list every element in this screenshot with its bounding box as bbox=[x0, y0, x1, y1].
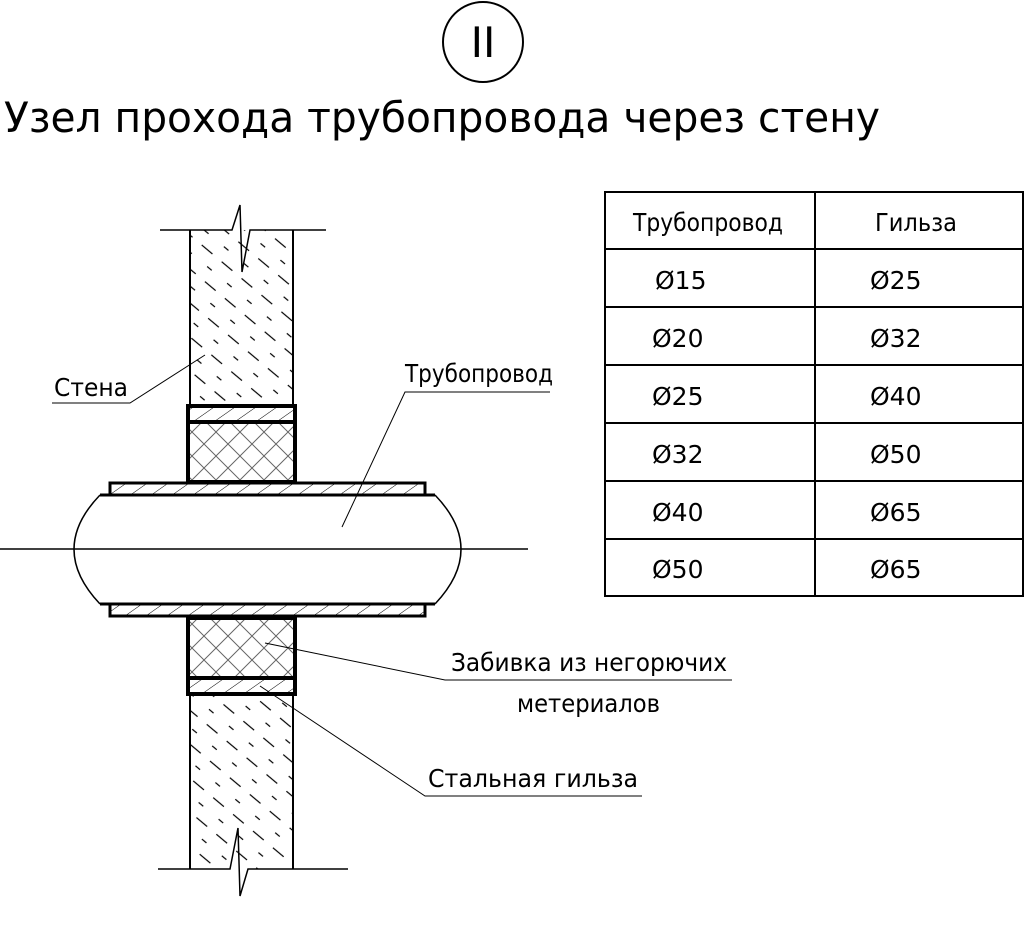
table-cell: Ø25 bbox=[870, 266, 922, 295]
view-marker: II bbox=[442, 1, 524, 83]
diameter-table: Трубопровод Гильза Ø15 Ø25 Ø20 Ø32 Ø25 Ø… bbox=[604, 191, 1024, 597]
table-cell: Ø50 bbox=[870, 440, 922, 469]
table-cell: Ø15 bbox=[655, 266, 707, 295]
table-cell: Ø40 bbox=[652, 498, 704, 527]
table-cell: Ø32 bbox=[652, 440, 704, 469]
wall-upper bbox=[160, 204, 326, 406]
break-line-top bbox=[160, 204, 326, 273]
label-packing-line2: метериалов bbox=[517, 689, 660, 718]
pipeline bbox=[0, 481, 528, 618]
label-wall: Стена bbox=[54, 373, 128, 402]
label-pipe: Трубопровод bbox=[404, 359, 553, 388]
table-cell: Ø50 bbox=[652, 555, 704, 584]
drawing-title: Узел прохода трубопровода через стену bbox=[4, 93, 880, 142]
table-cell: Ø65 bbox=[870, 555, 922, 584]
table-cell: Ø25 bbox=[652, 382, 704, 411]
leader-lines bbox=[52, 354, 732, 797]
table-cell: Ø40 bbox=[870, 382, 922, 411]
sleeve-upper bbox=[186, 404, 297, 484]
break-line-bottom bbox=[158, 827, 348, 897]
leader-pipe bbox=[341, 391, 550, 528]
table-header-pipe: Трубопровод bbox=[632, 208, 783, 237]
wall-lower bbox=[158, 694, 348, 897]
leader-packing bbox=[264, 642, 732, 681]
table-cell: Ø65 bbox=[870, 498, 922, 527]
sleeve-lower bbox=[186, 616, 297, 696]
label-sleeve: Стальная гильза bbox=[428, 764, 638, 793]
view-marker-text: II bbox=[471, 18, 496, 67]
table-cell: Ø32 bbox=[870, 324, 922, 353]
label-packing-line1: Забивка из негорючих bbox=[451, 648, 727, 677]
table-cell: Ø20 bbox=[652, 324, 704, 353]
table-header-sleeve: Гильза bbox=[875, 208, 957, 237]
leader-sleeve bbox=[259, 685, 642, 797]
leader-wall bbox=[52, 354, 206, 404]
